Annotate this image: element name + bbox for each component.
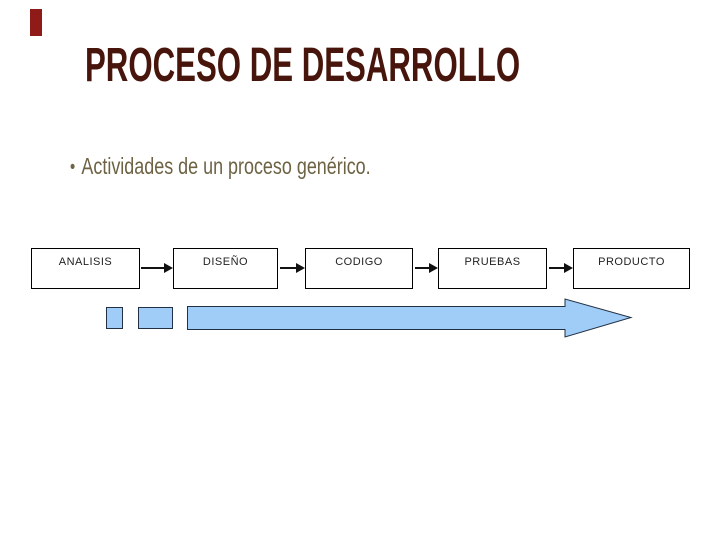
process-box-producto: PRODUCTO [573,248,690,289]
process-box-label: PRUEBAS [464,256,521,268]
bullet-marker: • [70,157,76,178]
bullet-text: Actividades de un proceso genérico. [81,153,371,179]
right-arrow-shape [187,298,633,338]
process-box-label: CODIGO [335,256,383,268]
process-box-label: DISEÑO [202,256,249,268]
accent-bar [30,9,42,36]
connector-arrow-icon [415,263,438,273]
process-box-codigo: CODIGO [305,248,413,289]
progress-square-shape [106,307,123,329]
progress-rect-shape [138,307,173,329]
slide-title: PROCESO DE DESARROLLO [85,39,521,92]
process-box-label: ANALISIS [58,256,113,268]
bullet-item: • Actividades de un proceso genérico. [70,153,371,180]
progress-block-arrow [187,298,633,338]
process-box-diseno: DISEÑO [173,248,278,289]
process-box-label: PRODUCTO [598,256,665,268]
connector-arrow-icon [280,263,305,273]
connector-arrow-icon [141,263,173,273]
process-box-analisis: ANALISIS [31,248,140,289]
connector-arrow-icon [549,263,573,273]
process-box-pruebas: PRUEBAS [438,248,547,289]
